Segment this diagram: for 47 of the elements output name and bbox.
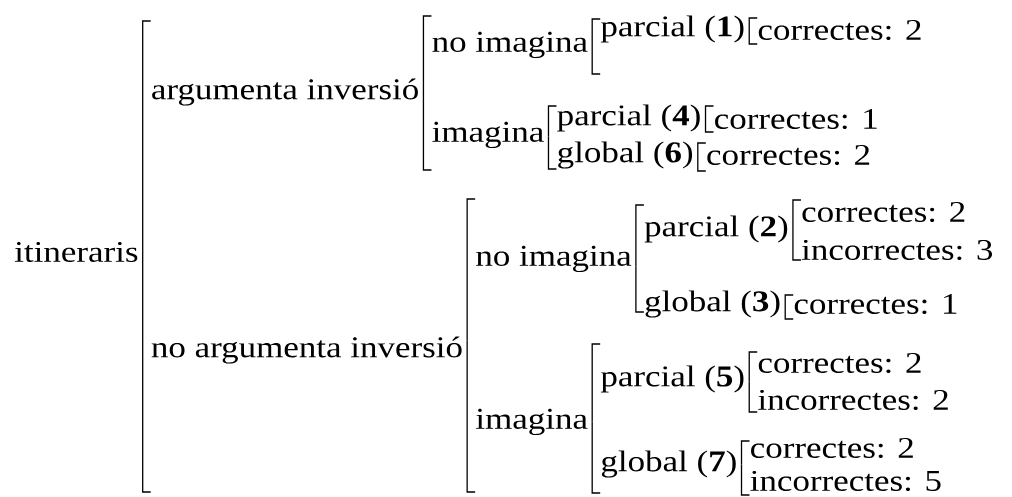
- tree-label: global (6): [558, 141, 693, 169]
- bracket: [466, 198, 476, 342]
- bracket: [792, 199, 802, 232]
- tree-label: correctes: 2: [751, 437, 913, 459]
- tree-label: parcial (2): [644, 215, 788, 243]
- bracket: [142, 20, 152, 222]
- bracket: [740, 440, 751, 466]
- tree-label: no argumenta inversió: [151, 336, 462, 364]
- bracket: [547, 135, 558, 170]
- bracket: [591, 18, 601, 75]
- bracket: [422, 15, 433, 91]
- tree-label: parcial (4): [557, 104, 700, 132]
- tree-label: parcial (5): [600, 365, 744, 393]
- bracket: [748, 351, 758, 383]
- bracket: [591, 420, 601, 494]
- tree-label: global (3): [645, 290, 780, 318]
- tree-label: correctes: 2: [802, 201, 965, 223]
- tree-label: no imagina: [476, 245, 632, 273]
- bracket: [591, 343, 601, 423]
- bracket: [740, 463, 751, 496]
- bracket: [422, 89, 433, 171]
- bracket: [142, 220, 152, 493]
- bracket: [792, 230, 802, 261]
- tree-label: no imagina: [432, 31, 588, 59]
- bracket: [784, 294, 794, 320]
- tree-label: incorrectes: 5: [750, 470, 941, 492]
- tree-label: parcial (1): [600, 15, 744, 43]
- tree-label: correctes: 1: [715, 108, 877, 130]
- tree-label: argumenta inversió: [152, 78, 418, 106]
- tree-label: correctes: 2: [758, 352, 921, 374]
- tree-label: imagina: [432, 121, 544, 149]
- bracket: [466, 339, 476, 493]
- bracket: [704, 105, 715, 133]
- tree-label: global (7): [601, 450, 736, 478]
- bracket: [635, 204, 645, 268]
- tree-label: correctes: 2: [707, 144, 870, 166]
- bracket: [748, 17, 758, 45]
- bracket: [748, 380, 758, 413]
- bracket: [697, 142, 707, 172]
- tree-label: imagina: [476, 408, 588, 436]
- tree-label: incorrectes: 2: [758, 389, 948, 411]
- bracket: [547, 105, 558, 138]
- bracket: [635, 265, 645, 313]
- tree-label: correctes: 2: [758, 19, 921, 41]
- tree-label: incorrectes: 3: [801, 239, 993, 261]
- tree-label: itineraris: [14, 241, 138, 263]
- tree-label: correctes: 1: [794, 293, 957, 315]
